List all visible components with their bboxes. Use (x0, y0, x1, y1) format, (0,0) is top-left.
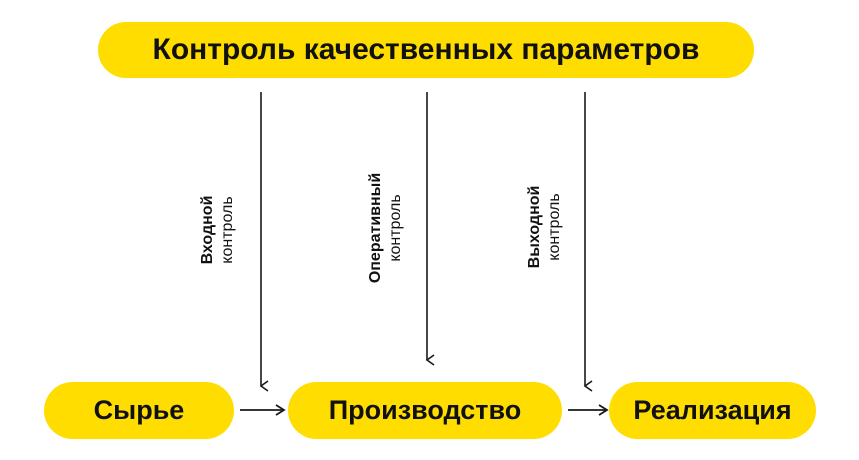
quality-control-box: Контроль качественных параметров (98, 22, 754, 78)
stage-production-label: Производство (328, 395, 522, 425)
label-output-control-line2: контроль (546, 193, 563, 261)
label-operational-control-line2: контроль (387, 194, 404, 262)
stage-raw-materials-label: Сырье (93, 395, 185, 425)
label-output-control: Выходной контроль (525, 186, 565, 269)
stage-raw-materials: Сырье (44, 382, 234, 439)
stage-sale-label: Реализация (633, 395, 792, 425)
stage-sale: Реализация (609, 382, 816, 439)
quality-control-label: Контроль качественных параметров (152, 33, 700, 66)
label-input-control: Входной контроль (198, 196, 238, 265)
label-input-control-line2: контроль (219, 196, 236, 264)
label-input-control-line1: Входной (199, 195, 216, 265)
stage-production: Производство (288, 382, 562, 439)
label-operational-control: Оперативный контроль (366, 173, 406, 283)
label-operational-control-line1: Оперативный (367, 172, 384, 284)
label-output-control-line1: Выходной (526, 185, 543, 269)
